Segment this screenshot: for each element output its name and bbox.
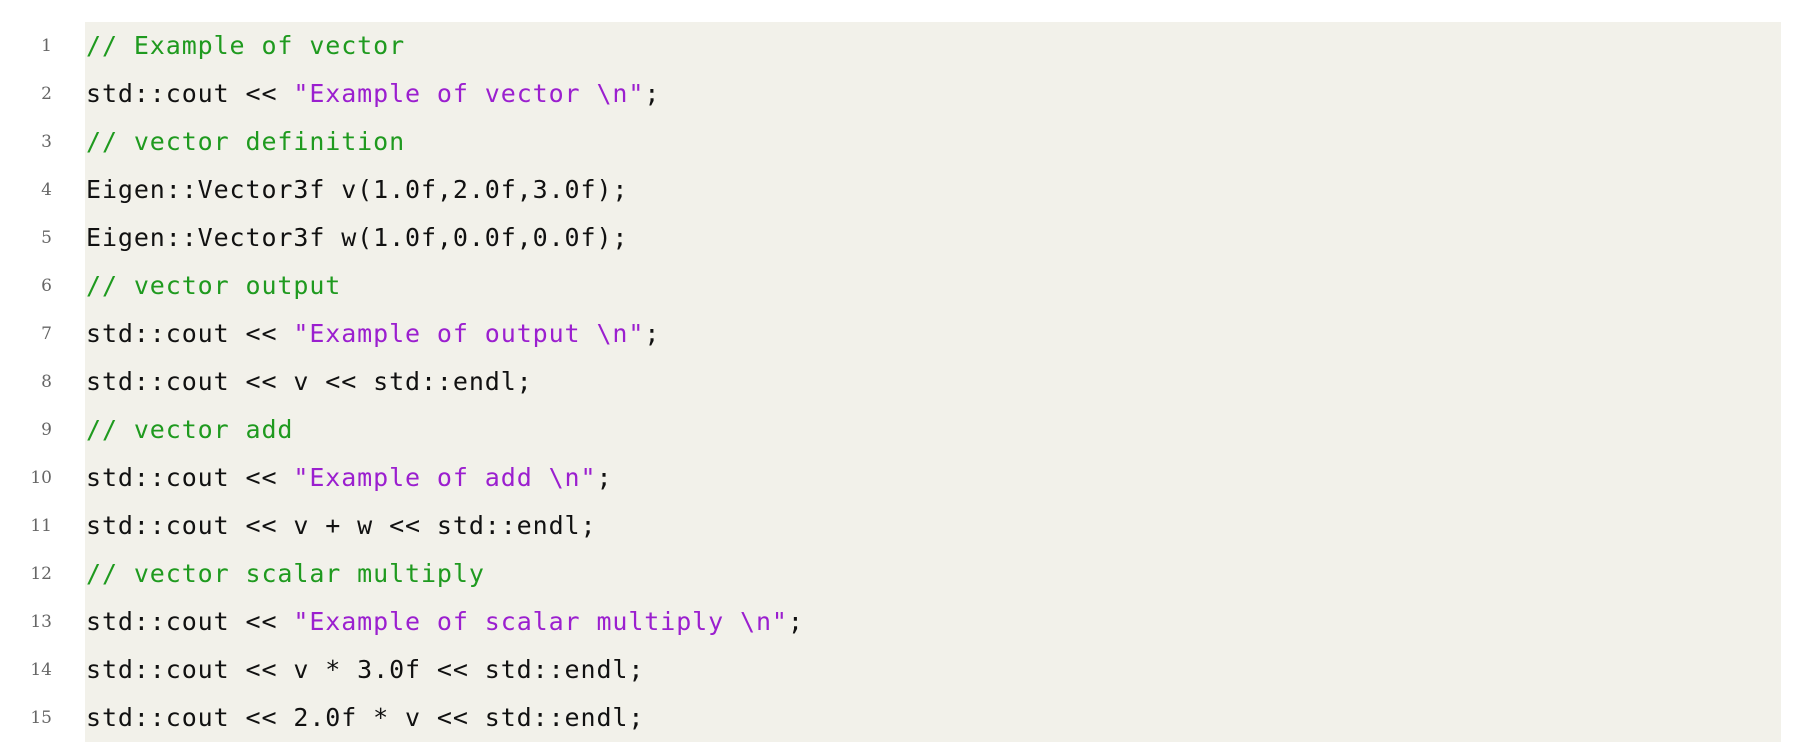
code-line: 1 // Example of vector <box>0 22 1813 70</box>
code-text: // vector scalar multiply <box>86 550 485 598</box>
code-line: 13 std::cout << "Example of scalar multip… <box>0 598 1813 646</box>
code-text: std::cout << "Example of vector \n"; <box>86 70 660 118</box>
code-line: 15 std::cout << 2.0f * v << std::endl; <box>0 694 1813 742</box>
line-number: 14 <box>30 660 52 680</box>
code-comment: // vector add <box>86 415 294 444</box>
code-line: 10 std::cout << "Example of add \n"; <box>0 454 1813 502</box>
code-line: 7 std::cout << "Example of output \n"; <box>0 310 1813 358</box>
code-text: Eigen::Vector3f w(1.0f,0.0f,0.0f); <box>86 214 628 262</box>
code-string: "Example of scalar multiply \n" <box>293 607 788 636</box>
code-comment: // vector scalar multiply <box>86 559 485 588</box>
code-text: std::cout << "Example of add \n"; <box>86 454 612 502</box>
line-number: 2 <box>41 84 52 104</box>
code-background <box>85 22 1781 742</box>
code-token: std::cout << <box>86 79 294 108</box>
code-string: "Example of add \n" <box>293 463 597 492</box>
code-token: ; <box>787 607 804 636</box>
code-comment: // vector definition <box>86 127 406 156</box>
code-line: 5 Eigen::Vector3f w(1.0f,0.0f,0.0f); <box>0 214 1813 262</box>
line-number: 15 <box>30 708 52 728</box>
code-text: // Example of vector <box>86 22 405 70</box>
code-token: ; <box>644 319 661 348</box>
code-token: std::cout << v * 3.0f << std::endl; <box>86 655 645 684</box>
code-token: std::cout << <box>86 607 294 636</box>
line-number: 1 <box>41 36 52 56</box>
line-number: 8 <box>41 372 52 392</box>
line-number: 3 <box>41 132 52 152</box>
code-text: // vector output <box>86 262 341 310</box>
line-number: 12 <box>30 564 52 584</box>
code-token: ; <box>596 463 613 492</box>
line-number: 13 <box>30 612 52 632</box>
line-number: 9 <box>41 420 52 440</box>
code-text: std::cout << 2.0f * v << std::endl; <box>86 694 644 742</box>
code-line: 14 std::cout << v * 3.0f << std::endl; <box>0 646 1813 694</box>
code-token: std::cout << 2.0f * v << std::endl; <box>86 703 645 732</box>
line-number: 7 <box>41 324 52 344</box>
code-comment: // vector output <box>86 271 342 300</box>
line-number: 6 <box>41 276 52 296</box>
code-text: Eigen::Vector3f v(1.0f,2.0f,3.0f); <box>86 166 628 214</box>
code-line: 6 // vector output <box>0 262 1813 310</box>
code-token: ; <box>644 79 661 108</box>
code-text: std::cout << v * 3.0f << std::endl; <box>86 646 644 694</box>
code-text: // vector definition <box>86 118 405 166</box>
line-number: 11 <box>30 516 52 536</box>
code-comment: // Example of vector <box>86 31 406 60</box>
line-number: 5 <box>41 228 52 248</box>
code-text: // vector add <box>86 406 293 454</box>
code-text: std::cout << "Example of scalar multiply… <box>86 598 804 646</box>
code-token: std::cout << <box>86 463 294 492</box>
code-text: std::cout << v + w << std::endl; <box>86 502 596 550</box>
code-line: 8 std::cout << v << std::endl; <box>0 358 1813 406</box>
code-token: Eigen::Vector3f w(1.0f,0.0f,0.0f); <box>86 223 629 252</box>
line-number: 10 <box>30 468 52 488</box>
code-token: std::cout << v << std::endl; <box>86 367 533 396</box>
code-line: 4 Eigen::Vector3f v(1.0f,2.0f,3.0f); <box>0 166 1813 214</box>
code-token: std::cout << <box>86 319 294 348</box>
code-token: Eigen::Vector3f v(1.0f,2.0f,3.0f); <box>86 175 629 204</box>
code-line: 3 // vector definition <box>0 118 1813 166</box>
code-line: 11 std::cout << v + w << std::endl; <box>0 502 1813 550</box>
code-line: 2 std::cout << "Example of vector \n"; <box>0 70 1813 118</box>
code-text: std::cout << v << std::endl; <box>86 358 533 406</box>
code-text: std::cout << "Example of output \n"; <box>86 310 660 358</box>
code-string: "Example of vector \n" <box>293 79 645 108</box>
code-string: "Example of output \n" <box>293 319 645 348</box>
code-token: std::cout << v + w << std::endl; <box>86 511 597 540</box>
line-number: 4 <box>41 180 52 200</box>
code-line: 12 // vector scalar multiply <box>0 550 1813 598</box>
code-line: 9 // vector add <box>0 406 1813 454</box>
